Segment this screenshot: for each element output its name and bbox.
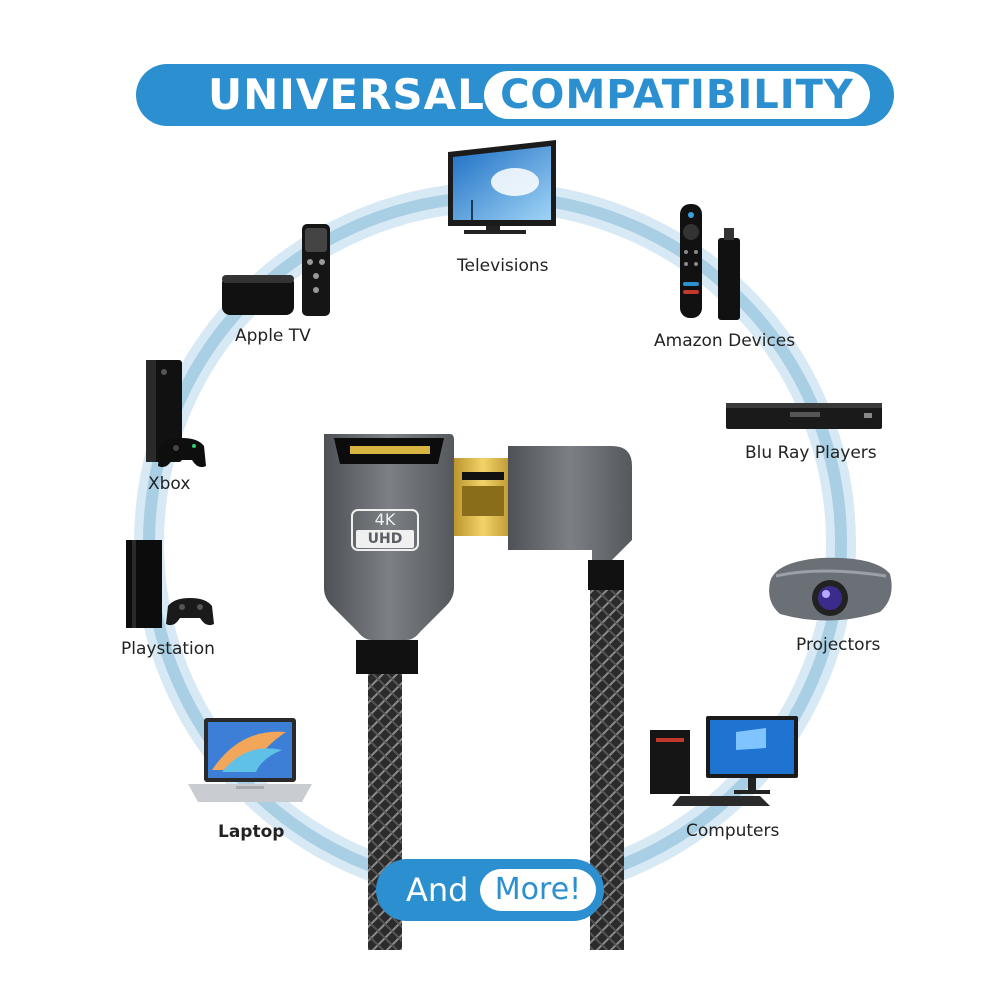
label-computers: Computers [686, 821, 780, 841]
projector-icon [769, 557, 892, 621]
laptop-icon [188, 718, 312, 802]
banner-right-text: COMPATIBILITY [500, 72, 854, 118]
and-more-right-pill: More! [480, 869, 596, 911]
desktop-computer-icon [650, 716, 798, 806]
label-xbox: Xbox [148, 474, 191, 494]
and-more-badge: And More! [376, 859, 604, 921]
hdmi-cable-icon [324, 434, 632, 950]
title-banner: UNIVERSAL COMPATIBILITY [136, 64, 894, 126]
label-amazon-devices: Amazon Devices [654, 331, 796, 351]
fire-tv-stick-icon [680, 204, 740, 320]
xbox-console-icon [146, 360, 206, 468]
tv-icon [448, 140, 556, 234]
connector-badge-top: 4K [374, 510, 396, 529]
label-televisions: Televisions [457, 256, 549, 276]
and-more-right-text: More! [494, 872, 582, 907]
label-projectors: Projectors [796, 635, 881, 655]
blu-ray-player-icon [726, 403, 882, 429]
label-apple-tv: Apple TV [235, 326, 311, 346]
label-blu-ray-players: Blu Ray Players [745, 443, 877, 463]
banner-right-pill: COMPATIBILITY [484, 71, 870, 119]
label-playstation: Playstation [121, 639, 215, 659]
label-laptop: Laptop [218, 822, 285, 842]
apple-tv-icon [222, 224, 330, 316]
and-more-left-text: And [406, 871, 469, 909]
connector-badge-bottom: UHD [367, 531, 403, 547]
banner-left-text: UNIVERSAL [208, 70, 485, 119]
playstation-console-icon [126, 540, 214, 628]
